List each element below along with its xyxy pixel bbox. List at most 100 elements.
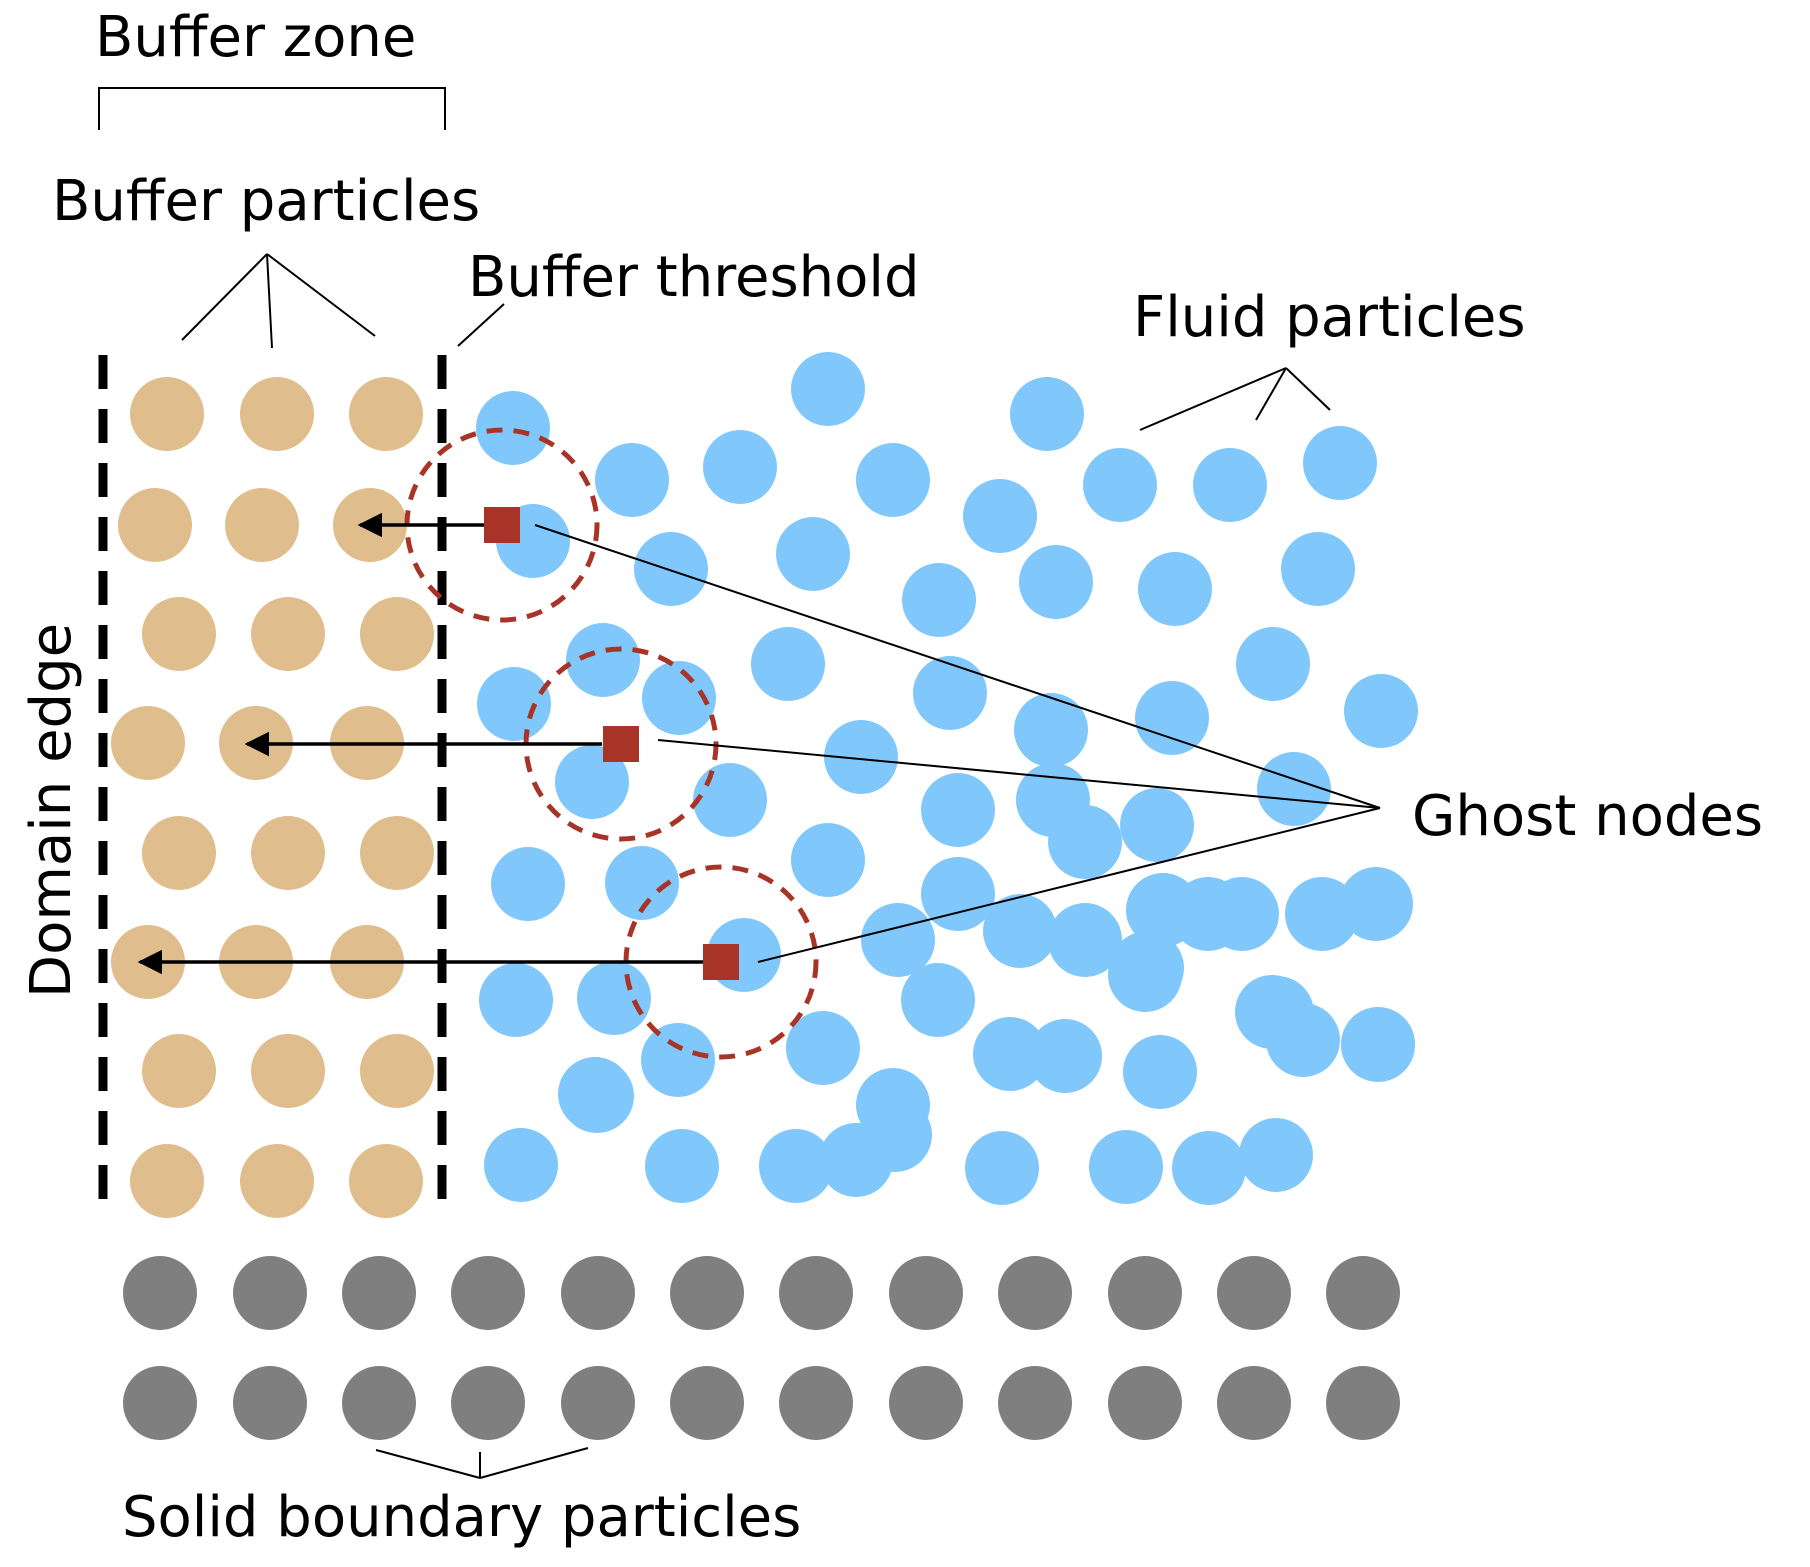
fluid-particle: [1257, 752, 1331, 826]
fluid-particle: [693, 763, 767, 837]
fluid-particle: [1108, 938, 1182, 1012]
buffer-threshold-label: Buffer threshold: [468, 245, 920, 310]
fluid-particle: [973, 1017, 1047, 1091]
fluid-particle: [1089, 1130, 1163, 1204]
fluid-particle: [861, 903, 935, 977]
fluid-particle: [1083, 448, 1157, 522]
fluid-particle: [1172, 1131, 1246, 1205]
fluid-particle: [1303, 426, 1377, 500]
fluid-particle: [1266, 1003, 1340, 1077]
solid-boundary-particle: [779, 1256, 853, 1330]
solid-boundary-particle: [670, 1256, 744, 1330]
domain-edge-label: Domain edge: [19, 623, 84, 998]
solid-boundary-particle: [1326, 1256, 1400, 1330]
fluid-particle: [902, 563, 976, 637]
solid-boundary-particle: [451, 1366, 525, 1440]
fluid-particle: [751, 627, 825, 701]
solid-boundary-particle: [889, 1256, 963, 1330]
fluid-particle: [983, 894, 1057, 968]
buffer-particle: [111, 706, 185, 780]
solid-boundary-particle: [561, 1256, 635, 1330]
fluid-particle: [1341, 1007, 1415, 1081]
fluid-particle: [1236, 627, 1310, 701]
buffer-threshold-pointer: [457, 303, 505, 347]
fluid-particle: [1048, 903, 1122, 977]
fluid-particle: [476, 391, 550, 465]
fluid-particle: [913, 656, 987, 730]
fluid-particle: [703, 430, 777, 504]
fluid-particle: [1138, 552, 1212, 626]
fluid-particle: [577, 961, 651, 1035]
ghost-node: [484, 507, 520, 543]
buffer-particle: [130, 377, 204, 451]
solid-boundary-particle: [1326, 1366, 1400, 1440]
solid-boundary-particle: [342, 1256, 416, 1330]
fluid-particle: [558, 1057, 632, 1131]
fluid-particle: [1205, 877, 1279, 951]
buffer-particle: [240, 1144, 314, 1218]
fluid-particle: [776, 517, 850, 591]
solid-boundary-particle: [342, 1366, 416, 1440]
ghost-nodes-pointer: [534, 524, 1381, 963]
ghost-nodes: [484, 507, 739, 980]
solid-boundary-particle: [233, 1366, 307, 1440]
fluid-particle: [759, 1129, 833, 1203]
buffer-particle: [142, 1034, 216, 1108]
buffer-particle: [251, 1034, 325, 1108]
fluid-particle: [484, 1128, 558, 1202]
buffer-zone-label: Buffer zone: [95, 5, 416, 70]
fluid-particle: [1019, 545, 1093, 619]
buffer-particle: [142, 597, 216, 671]
buffer-particle: [360, 597, 434, 671]
fluid-particle: [555, 745, 629, 819]
fluid-particle: [856, 443, 930, 517]
fluid-particle: [1010, 377, 1084, 451]
solid-boundary-particle: [998, 1366, 1072, 1440]
ghost-nodes-label: Ghost nodes: [1412, 784, 1763, 849]
solid-boundary-particle: [779, 1366, 853, 1440]
fluid-particle: [1014, 693, 1088, 767]
solid-boundary-particle: [233, 1256, 307, 1330]
fluid-particle: [634, 532, 708, 606]
fluid-particle: [963, 479, 1037, 553]
solid-boundary-particles-label: Solid boundary particles: [122, 1485, 801, 1550]
fluid-particle: [1193, 448, 1267, 522]
solid-boundary-particle: [123, 1366, 197, 1440]
buffer-particle: [349, 1144, 423, 1218]
fluid-particle: [1123, 1035, 1197, 1109]
solid-boundary-particle: [561, 1366, 635, 1440]
fluid-particles: [476, 352, 1418, 1205]
fluid-particle: [824, 720, 898, 794]
fluid-particle: [1048, 805, 1122, 879]
solid-boundary-particle: [123, 1256, 197, 1330]
solid-boundary-particle: [1108, 1366, 1182, 1440]
solid-boundary-particle: [1217, 1366, 1291, 1440]
solid-boundary-particle: [1108, 1256, 1182, 1330]
mirror-arrows: [137, 512, 705, 975]
buffer-particle: [349, 377, 423, 451]
fluid-particle: [1126, 873, 1200, 947]
fluid-particles-pointer: [1139, 367, 1331, 431]
buffer-particles-pointer: [181, 253, 376, 349]
buffer-particle: [130, 1144, 204, 1218]
solid-boundary-particle: [451, 1256, 525, 1330]
buffer-particle: [251, 597, 325, 671]
fluid-particle: [819, 1123, 893, 1197]
ghost-node: [703, 944, 739, 980]
fluid-particle: [595, 443, 669, 517]
buffer-particles: [111, 377, 434, 1218]
solid-boundary-particle: [889, 1366, 963, 1440]
fluid-particle: [566, 623, 640, 697]
fluid-particle: [791, 352, 865, 426]
solid-boundary-particle: [1217, 1256, 1291, 1330]
fluid-particle: [791, 823, 865, 897]
buffer-particle: [251, 816, 325, 890]
buffer-particle: [360, 816, 434, 890]
fluid-particle: [477, 667, 551, 741]
fluid-particle: [1285, 877, 1359, 951]
fluid-particle: [1135, 681, 1209, 755]
fluid-particle: [1344, 674, 1418, 748]
buffer-particle: [360, 1034, 434, 1108]
fluid-particle: [645, 1129, 719, 1203]
